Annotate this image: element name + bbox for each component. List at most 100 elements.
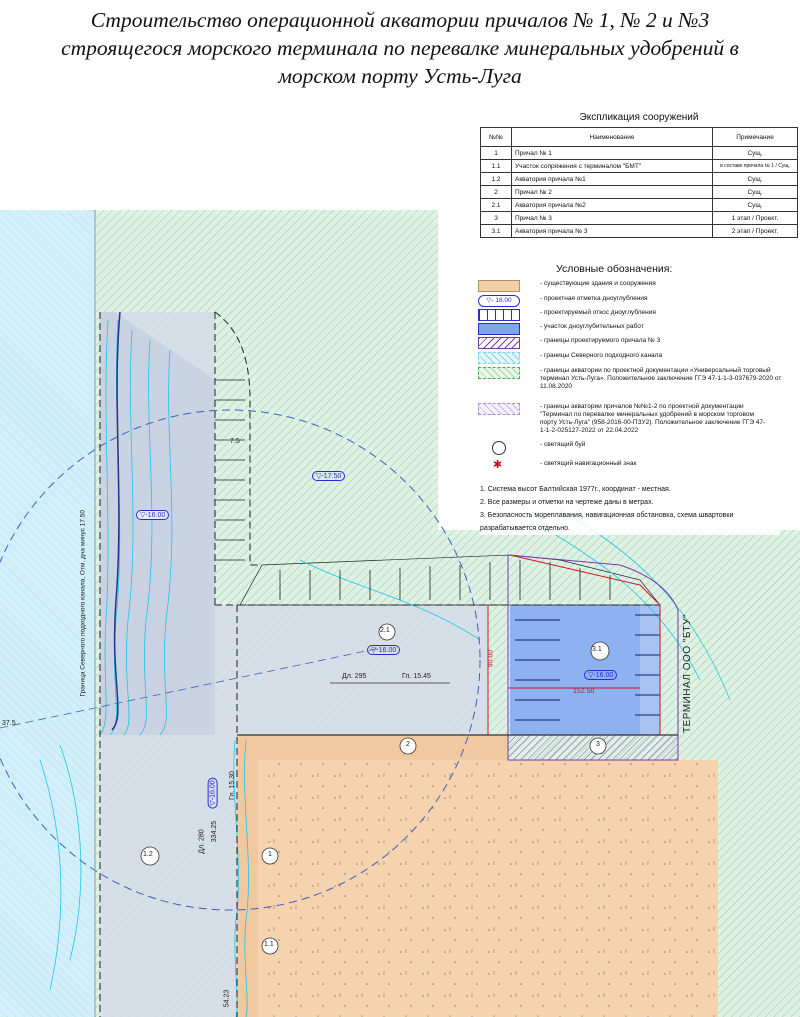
turning-circle	[0, 409, 481, 911]
row-note: Сущ.	[712, 185, 798, 199]
dredge-dashes	[515, 614, 660, 721]
row-name: Участок сопряжения с терминалом "БМТ"	[511, 159, 713, 173]
table-header-row: №№ Наименование Примечание	[480, 127, 798, 147]
dim-90-00: 90.00	[487, 649, 495, 668]
row-name: Акватория причала №2	[511, 198, 713, 212]
header-note: Примечание	[712, 127, 798, 147]
channel-boundary-label: Граница Северного подходного канала. Отм…	[79, 509, 87, 697]
row-num: 2.1	[480, 198, 512, 212]
buildings-swatch	[478, 280, 520, 292]
green-swatch	[478, 367, 520, 379]
row-note: 1 этап / Проект.	[712, 211, 798, 225]
nav-sign-icon: ✱	[493, 459, 503, 471]
note-3: 3. Безопасность мореплавания, навигацион…	[480, 512, 734, 532]
row-name: Акватория причала №1	[511, 172, 713, 186]
depth-label-16-00-area-1-2: ▽-16.00	[207, 777, 218, 809]
dredge-swatch	[478, 323, 520, 335]
slope-ticks	[215, 379, 611, 600]
dim-37-5: 37.5	[2, 720, 16, 727]
row-num: 3.1	[480, 224, 512, 238]
depth-label-17-50: ▽-17.50	[312, 471, 346, 481]
row-note: в составе причала № 1 / Сущ.	[712, 159, 798, 173]
dim-334-25: 334.25	[211, 820, 219, 843]
legend-text: - границы Северного подходного канала	[540, 352, 663, 359]
legend-text: - границы проектируемого причала № 3	[540, 337, 661, 344]
note-1: 1. Система высот Балтийская 1977г., коор…	[480, 486, 671, 493]
basin-slope	[100, 312, 215, 735]
row-note: Сущ.	[712, 198, 798, 212]
title-line-1: Строительство операционной акватории при…	[90, 8, 710, 32]
berth-label-1: 1	[268, 851, 272, 858]
dim-length-295: Дл. 295	[342, 673, 367, 680]
legend-text: - участок дноуглубительных работ	[540, 323, 644, 330]
violet-swatch	[478, 403, 520, 415]
row-name: Причал № 2	[511, 185, 713, 199]
row-note: 2 этап / Проект.	[712, 224, 798, 238]
title-line-2: строящегося морского терминала по перева…	[61, 36, 739, 60]
area-label-3-1: 3.1	[592, 646, 602, 653]
depth-mark-swatch: ▽- 16.00	[478, 295, 520, 307]
area-label-1-2: 1.2	[143, 851, 153, 858]
berth3-swatch	[478, 337, 520, 349]
dim-depth-1545: Гл. 15.45	[402, 673, 431, 680]
legend-text: - проектная отметка дноуглубления	[540, 295, 648, 302]
dim-54-23: 54.23	[223, 989, 231, 1008]
red-lines	[487, 554, 661, 735]
dim-152-50: 152.50	[573, 688, 595, 695]
area-markers	[140, 623, 610, 955]
title-line-3: морском порту Усть-Луга	[278, 64, 522, 88]
legend-text: - светящий навигационный знак	[540, 460, 637, 467]
legend-text: - существующие здания и сооружения	[540, 280, 656, 287]
berth-2-quay	[258, 735, 508, 760]
berth-1-quay	[237, 735, 258, 1017]
dim-depth-1530: Гл. 15.30	[228, 771, 236, 800]
depth-label-16-00-left: ▽-16.00	[136, 510, 170, 520]
berth-label-3: 3	[596, 741, 600, 748]
header-num: №№	[480, 127, 512, 147]
row-note: Сущ.	[712, 172, 798, 186]
explication-panel: Экспликация сооружений №№ Наименование П…	[480, 112, 798, 238]
explication-title: Экспликация сооружений	[579, 112, 699, 123]
row-note: Сущ.	[712, 146, 798, 160]
area-label-2-1: 2.1	[380, 627, 390, 634]
berth-3-outline	[507, 554, 679, 736]
row-num: 1	[480, 146, 512, 160]
row-name: Причал № 1	[511, 146, 713, 160]
legend-text: - границы акватории по проектной докумен…	[540, 367, 782, 390]
boundary-arc	[214, 311, 262, 566]
dim-7-5: 7.5	[230, 438, 240, 445]
channel-swatch	[478, 352, 520, 364]
legend-title: Условные обозначения:	[556, 263, 673, 275]
page-title: Строительство операционной акватории при…	[0, 6, 800, 90]
row-name: Акватория причала № 3	[511, 224, 713, 238]
depth-label-16-00-area-3-1: ▽-16.00	[584, 670, 618, 680]
dredge-area-3-1	[510, 605, 640, 735]
buoy-icon	[492, 441, 506, 455]
legend-text: - проектируемый откос дноуглубления	[540, 309, 656, 316]
dim-length-280: Дл. 280	[198, 829, 206, 854]
row-num: 1.1	[480, 159, 512, 173]
terminal-label: ТЕРМИНАЛ ООО "БТУ"	[682, 613, 694, 734]
channel-edge	[111, 311, 121, 731]
depth-label-16-00-area-2-1: ▽-16.00	[367, 645, 401, 655]
legend-text: - границы акватории причалов №№1-2 по пр…	[540, 403, 766, 434]
land-area	[258, 760, 718, 1017]
legend-text: - светящий буй	[540, 441, 586, 448]
header-name: Наименование	[511, 127, 713, 147]
note-2: 2. Все размеры и отметки на чертеже даны…	[480, 499, 654, 506]
slope-swatch	[478, 309, 520, 321]
berth-label-2: 2	[406, 741, 410, 748]
row-num: 1.2	[480, 172, 512, 186]
row-num: 2	[480, 185, 512, 199]
row-name: Причал № 3	[511, 211, 713, 225]
area-label-1-1: 1.1	[264, 941, 274, 948]
dredge-area-right	[640, 605, 660, 735]
